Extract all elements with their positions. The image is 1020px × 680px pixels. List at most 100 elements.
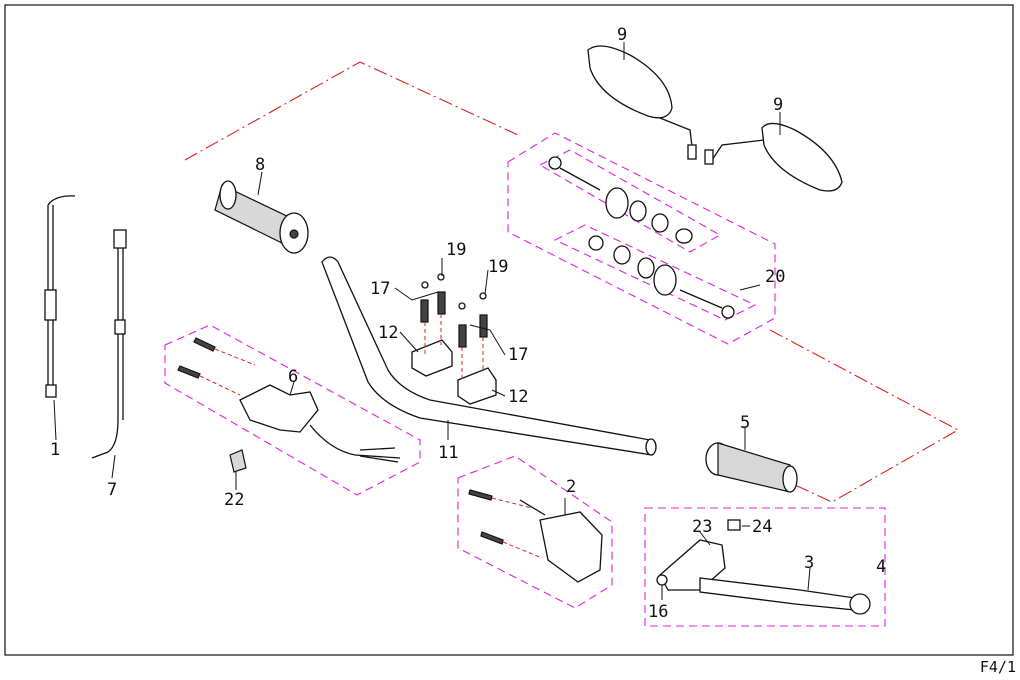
part-label-9a: 9	[617, 25, 627, 45]
part-label-17b: 17	[508, 345, 528, 365]
part-label-8: 8	[255, 155, 265, 175]
washer	[479, 292, 487, 300]
screw	[480, 531, 504, 545]
bolt	[420, 299, 429, 323]
bolt-shaft	[559, 167, 601, 191]
handlebar-11	[321, 256, 653, 456]
weight	[653, 264, 677, 296]
leader-8	[257, 171, 263, 196]
bolt	[479, 314, 488, 338]
washer	[421, 281, 429, 289]
spacer	[629, 200, 647, 222]
screw	[177, 365, 201, 379]
leader-20	[739, 284, 761, 291]
part-label-9b: 9	[773, 95, 783, 115]
bolt-guide-lines	[424, 314, 484, 380]
throttle-cable-1	[44, 195, 76, 398]
part-labels: 9 9 8 20 19 19 17 17 12 12 6 11 5 2 3 4 …	[50, 25, 886, 622]
screw-guide-lines	[199, 348, 256, 396]
leader-19	[441, 258, 489, 295]
left-grip-8	[214, 180, 309, 254]
cable-fitting	[113, 229, 127, 249]
part-label-17a: 17	[370, 279, 390, 299]
pivot-16	[656, 574, 668, 586]
wire	[519, 499, 546, 516]
group-outline-20-upper	[538, 149, 722, 253]
washers-19	[421, 273, 487, 310]
wire-harness	[309, 424, 401, 459]
cable-nipple	[45, 384, 57, 398]
wire-harness	[359, 447, 399, 463]
right-switch-2	[468, 489, 603, 583]
pivot-bolt-24	[727, 519, 741, 531]
leader-6	[289, 381, 295, 396]
part-label-20: 20	[765, 267, 785, 287]
part-label-4: 4	[876, 557, 886, 577]
grip-body	[717, 442, 791, 493]
mirror-stem	[711, 139, 765, 161]
switch-housing	[239, 384, 319, 433]
rubber-insert	[588, 235, 604, 251]
lever-3	[699, 577, 856, 611]
mirror-9-right	[704, 122, 843, 192]
part-label-19a: 19	[446, 240, 466, 260]
mirror-thread	[704, 149, 714, 165]
group-outline-4	[644, 507, 886, 627]
screw	[468, 489, 493, 501]
clamp-body	[457, 367, 497, 405]
part-label-1: 1	[50, 440, 60, 460]
cable-adjuster	[114, 319, 126, 335]
screw	[193, 337, 216, 352]
part-label-6: 6	[288, 367, 298, 387]
mirror-head	[761, 122, 843, 192]
left-switch-6	[177, 337, 401, 463]
mirror-9-left	[587, 45, 697, 160]
washer	[437, 273, 445, 281]
group-outlines	[164, 132, 886, 627]
brake-lever-assembly-4	[656, 519, 871, 615]
cable-adjuster	[44, 289, 57, 321]
part-label-22: 22	[224, 490, 244, 510]
screw-guide-lines	[491, 497, 543, 559]
right-grip-5	[705, 442, 798, 493]
leader-12	[399, 331, 506, 397]
part-label-3: 3	[804, 553, 814, 573]
sheet-code: F4/1	[979, 658, 1016, 676]
bolt-shaft	[679, 289, 723, 309]
group-outline-6	[164, 324, 421, 496]
mirror-head	[587, 45, 673, 119]
part-label-16: 16	[648, 602, 668, 622]
assembly-line	[184, 61, 960, 503]
spacer	[637, 257, 655, 279]
clip-22	[229, 449, 247, 473]
mirror-thread	[687, 144, 697, 160]
bolt	[458, 324, 467, 348]
part-label-7: 7	[107, 480, 117, 500]
leader-23	[699, 531, 711, 546]
rubber-insert	[675, 228, 693, 244]
part-label-24: 24	[752, 517, 772, 537]
part-label-23: 23	[692, 517, 712, 537]
clamp-bolts-17	[420, 291, 488, 348]
clamp-body	[411, 339, 453, 377]
part-label-2: 2	[566, 477, 576, 497]
part-label-5: 5	[740, 413, 750, 433]
rubber-insert	[651, 213, 669, 233]
switch-housing	[539, 511, 603, 583]
rubber-insert	[613, 245, 631, 265]
leader-3	[807, 567, 811, 591]
part-label-11: 11	[438, 443, 458, 463]
bar-end-weight-kit-20	[548, 156, 735, 319]
lever-ball-end	[849, 593, 871, 615]
group-outline-2	[457, 455, 613, 609]
cable-sheath	[91, 245, 124, 459]
part-label-12b: 12	[508, 387, 528, 407]
grip-end	[219, 180, 237, 210]
part-label-19b: 19	[488, 257, 508, 277]
leader-7	[111, 454, 116, 479]
lever-bracket-23	[659, 539, 726, 591]
washer	[548, 156, 562, 170]
group-outline-20	[507, 132, 776, 345]
washer	[458, 302, 466, 310]
